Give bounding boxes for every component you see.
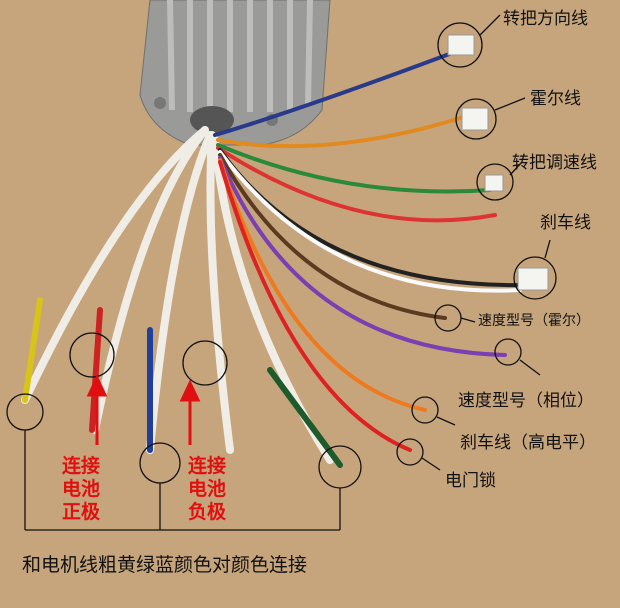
label-brake: 刹车线 — [540, 213, 591, 233]
label-hall: 霍尔线 — [530, 89, 581, 109]
label-line: 电池 — [62, 478, 101, 500]
label-line: 电池 — [188, 478, 227, 500]
label-motor-note: 和电机线粗黄绿蓝颜色对颜色连接 — [22, 554, 308, 576]
label-battery-negative: 连接 电池 负极 — [188, 455, 226, 524]
label-line: 正极 — [62, 501, 101, 523]
connectors — [447, 34, 549, 291]
label-line: 连接 — [62, 455, 101, 477]
label-speed-phase: 速度型号（相位） — [458, 391, 594, 411]
label-line: 连接 — [188, 455, 227, 477]
label-throttle-direction: 转把方向线 — [503, 9, 588, 29]
leader-lines — [24, 14, 551, 531]
label-brake-high: 刹车线（高电平） — [460, 433, 596, 453]
controller-box — [139, 0, 331, 146]
red-arrows — [86, 374, 201, 445]
label-battery-positive: 连接 电池 正极 — [62, 455, 100, 524]
label-throttle-speed: 转把调速线 — [512, 153, 597, 173]
label-speed-hall: 速度型号（霍尔） — [478, 313, 590, 329]
label-line: 负极 — [188, 501, 227, 523]
label-ignition-lock: 电门锁 — [445, 471, 496, 491]
